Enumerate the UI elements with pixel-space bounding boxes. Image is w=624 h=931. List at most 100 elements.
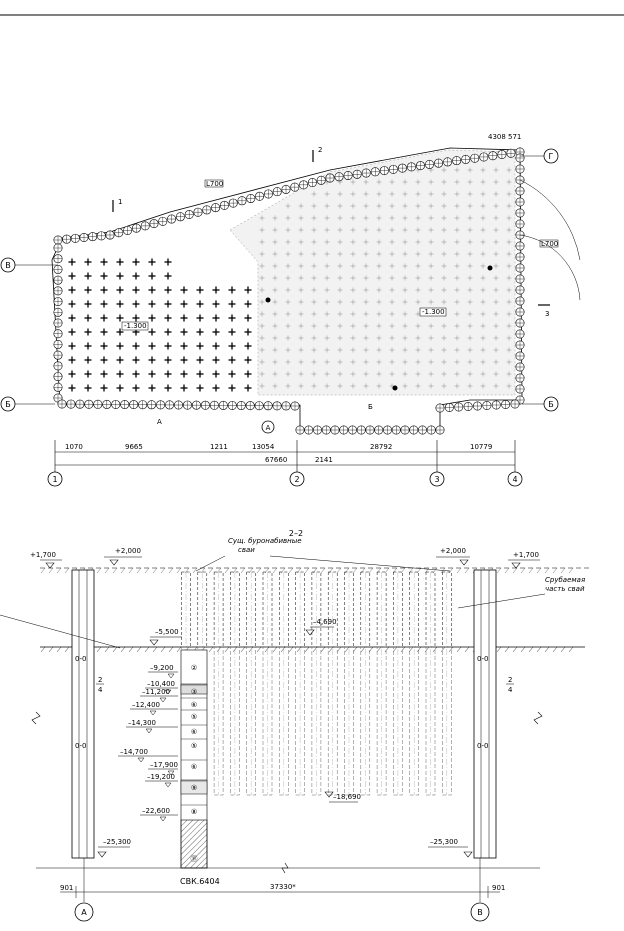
design-pile <box>363 323 369 329</box>
dim-13054: 13054 <box>252 443 275 451</box>
design-pile <box>506 335 512 341</box>
new-pile-cross <box>132 342 140 350</box>
design-pile <box>389 263 395 269</box>
design-pile <box>415 323 421 329</box>
perimeter-pile <box>57 399 67 409</box>
design-pile <box>285 287 291 293</box>
design-pile <box>363 287 369 293</box>
perimeter-pile <box>347 425 357 435</box>
perimeter-pile <box>102 399 112 409</box>
new-pile-cross <box>148 370 156 378</box>
design-pile <box>363 215 369 221</box>
dim-1211: 1211 <box>210 443 228 451</box>
design-pile <box>363 227 369 233</box>
design-pile <box>493 347 499 353</box>
design-pile <box>480 263 486 269</box>
design-pile <box>363 275 369 281</box>
label-existing-piles-2: сваи <box>238 546 255 554</box>
dim-28792: 28792 <box>370 443 392 451</box>
design-pile <box>506 347 512 353</box>
new-pile-cross <box>132 314 140 322</box>
new-pile-cross <box>196 286 204 294</box>
new-pile-cross <box>212 342 220 350</box>
design-pile <box>467 179 473 185</box>
design-pile <box>376 191 382 197</box>
design-pile <box>441 275 447 281</box>
perimeter-pile <box>88 232 98 242</box>
design-pile <box>376 311 382 317</box>
perimeter-pile <box>365 425 375 435</box>
design-pile <box>376 371 382 377</box>
perimeter-pile <box>131 223 141 233</box>
design-pile <box>298 287 304 293</box>
perimeter-pile <box>501 399 511 409</box>
new-pile-cross <box>164 384 172 392</box>
design-pile <box>415 335 421 341</box>
svg-text:–22,600: –22,600 <box>142 807 170 815</box>
perimeter-pile <box>209 400 219 410</box>
new-pile-cross <box>84 342 92 350</box>
design-pile <box>454 191 460 197</box>
axis-2-bubble <box>289 471 305 487</box>
section-pile <box>262 571 273 796</box>
design-pile <box>480 323 486 329</box>
new-pile-cross <box>164 370 172 378</box>
perimeter-pile <box>182 400 192 410</box>
elev-box-4 <box>539 239 559 248</box>
borehole-level-callout: –11,200 <box>140 688 178 703</box>
perimeter-pile <box>149 219 159 229</box>
perimeter-pile <box>211 203 221 213</box>
design-pile <box>467 299 473 305</box>
design-pile <box>441 263 447 269</box>
design-pile <box>272 335 278 341</box>
borehole-level-callout: –17,900 <box>148 761 178 776</box>
new-pile-cross <box>164 300 172 308</box>
design-pile <box>389 179 395 185</box>
design-pile <box>350 191 356 197</box>
design-pile <box>285 203 291 209</box>
design-pile <box>389 191 395 197</box>
design-pile <box>389 239 395 245</box>
design-pile <box>337 383 343 389</box>
dim-span: 37330* <box>270 883 296 891</box>
layer-number: ⑪ <box>191 855 198 863</box>
design-pile <box>493 251 499 257</box>
perimeter-pile <box>129 400 139 410</box>
new-pile-cross <box>196 342 204 350</box>
perimeter-pile <box>53 361 63 371</box>
perimeter-pile <box>304 425 314 435</box>
design-pile <box>441 371 447 377</box>
new-pile-cross <box>132 300 140 308</box>
borehole-level-callout: –19,200 <box>145 773 178 788</box>
design-pile <box>350 263 356 269</box>
perimeter-pile <box>53 254 63 264</box>
perimeter-pile <box>356 425 366 435</box>
design-pile <box>506 323 512 329</box>
elev-box-4-text: L700 <box>541 240 558 248</box>
design-pile <box>441 239 447 245</box>
perimeter-pile <box>325 173 335 183</box>
design-pile <box>376 287 382 293</box>
perimeter-pile <box>53 243 63 253</box>
design-pile <box>298 311 304 317</box>
design-pile <box>259 323 265 329</box>
design-pile <box>428 179 434 185</box>
new-pile-cross <box>68 370 76 378</box>
svg-text:–12,400: –12,400 <box>132 701 160 709</box>
dim-2141: 2141 <box>315 456 333 464</box>
svg-text:–19,200: –19,200 <box>147 773 175 781</box>
perimeter-pile <box>406 162 416 172</box>
design-pile <box>441 215 447 221</box>
design-pile <box>454 287 460 293</box>
design-pile <box>506 311 512 317</box>
plan-piles-grid <box>259 167 512 389</box>
design-pile <box>415 203 421 209</box>
new-pile-cross <box>68 328 76 336</box>
design-pile <box>454 299 460 305</box>
design-pile <box>285 383 291 389</box>
design-pile <box>363 203 369 209</box>
new-pile-cross <box>100 286 108 294</box>
design-pile <box>506 383 512 389</box>
design-pile <box>324 191 330 197</box>
